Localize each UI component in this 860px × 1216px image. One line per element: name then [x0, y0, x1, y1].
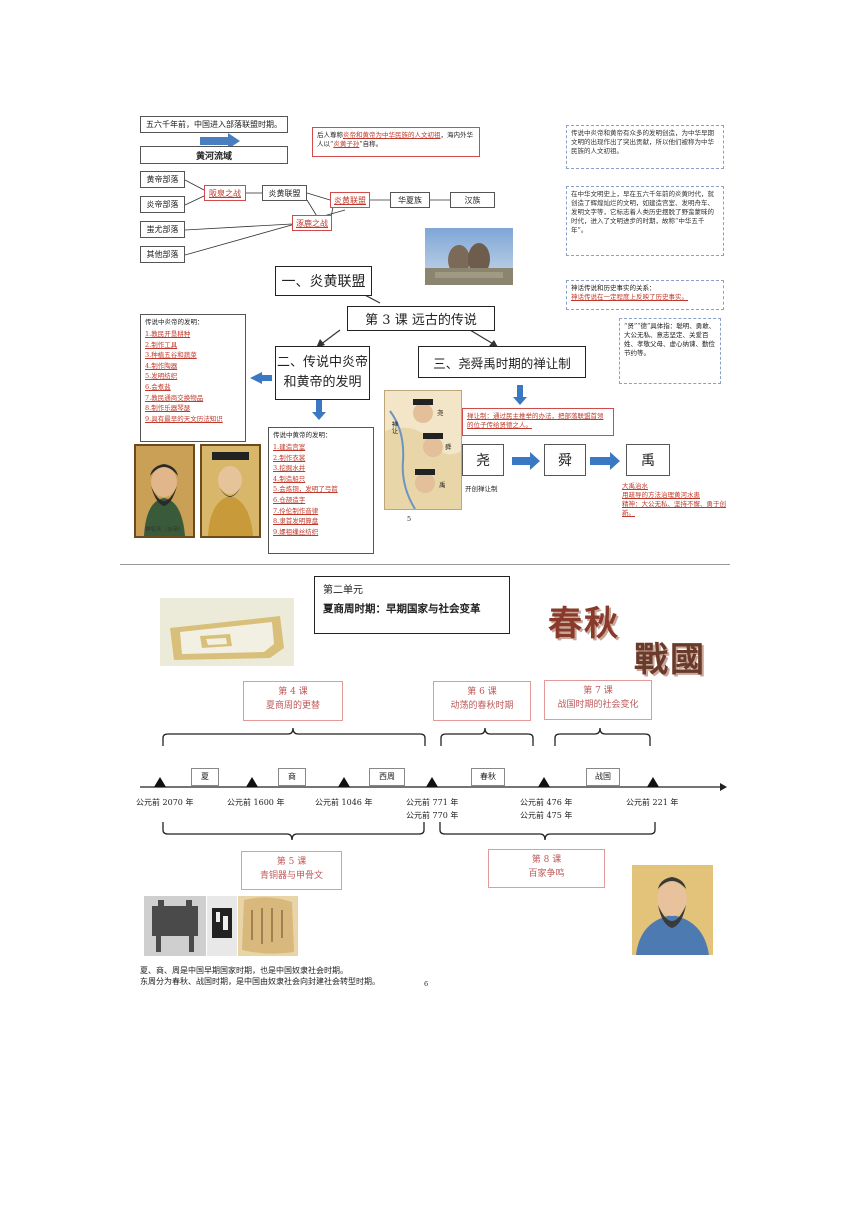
dynasty-shang: 商	[278, 768, 306, 786]
oracle-inscription-image	[207, 896, 237, 956]
huaxia-box: 华夏族	[390, 192, 430, 208]
ancient-city-wall-image	[160, 598, 294, 666]
lesson-5-box: 第 5 课青铜器与甲骨文	[241, 851, 342, 890]
date-770: 公元前 770 年	[406, 811, 459, 820]
timeline-marker-771	[426, 777, 438, 787]
right-note-inventions: 传说中炎帝和黄帝有众多的发明创造，为中华早期文明的出现作出了突出贡献，所以他们被…	[566, 125, 724, 169]
summary-text: 夏、商、周是中国早期国家时期，也是中国奴隶社会时期。 东周分为春秋、战国时期，是…	[140, 966, 380, 986]
bronze-ding-image	[144, 896, 206, 956]
ancestor-note: 后人尊称炎帝和黄帝为中华民族的人文初祖，海内外华人以“炎黄子孙”自称。	[312, 127, 480, 157]
invention-item: 4.制造船只	[273, 474, 306, 483]
oracle-bone-image	[238, 896, 298, 956]
tribe-yandi: 炎帝部落	[140, 196, 185, 213]
alliance-box: 炎黄联盟	[262, 185, 307, 201]
section-yanhuang-alliance: 一、炎黄联盟	[275, 266, 372, 296]
confucius-portrait	[632, 865, 713, 955]
invention-item: 5.发明纺织	[145, 372, 178, 381]
yao-box: 尧	[462, 444, 504, 476]
map-label-shun: 舜	[445, 443, 452, 451]
map-label-yao: 尧	[437, 409, 444, 417]
yu-box: 禹	[626, 444, 670, 476]
map-label-yu: 禹	[439, 481, 446, 489]
shanrang-map: 尧 舜 禹 禅让	[384, 390, 462, 510]
intro-box: 五六千年前，中国进入部落联盟时期。	[140, 116, 288, 133]
huangdi-portrait	[200, 444, 261, 538]
date-2070: 公元前 2070 年	[136, 798, 194, 807]
invention-item: 6.会煮盐	[145, 382, 171, 391]
page-divider	[120, 564, 730, 565]
map-label-shanrang: 禅让	[390, 421, 398, 434]
invention-item: 9.具有最早的天文历法知识	[145, 414, 223, 423]
invention-item: 4.制作陶器	[145, 361, 178, 370]
invention-item: 9.嫘祖缫丝纺织	[273, 527, 319, 536]
invention-item: 7.伶伦制作音律	[273, 506, 319, 515]
timeline-marker-1600	[246, 777, 258, 787]
date-475: 公元前 475 年	[520, 811, 573, 820]
yu-flood-note: 大禹治水 用疏导的方法治理黄河水患 精神：大公无私、坚持不懈、勇于创新。	[622, 482, 726, 517]
date-1046: 公元前 1046 年	[315, 798, 373, 807]
lesson-3-title: 第 3 课 远古的传说	[347, 306, 495, 331]
tribe-other: 其他部落	[140, 246, 185, 263]
invention-item: 5.会炼铜，发明了弓箭	[273, 485, 338, 494]
han-box: 汉族	[450, 192, 495, 208]
yandi-portrait: 神农氏（炎帝）	[134, 444, 195, 538]
invention-item: 2.制作衣裳	[273, 453, 306, 462]
shanrang-definition: 禅让制：通过民主推举的办法，把部落联盟首领的位子传给贤德之人。	[462, 408, 614, 436]
timeline-marker-221	[647, 777, 659, 787]
invention-item: 6.仓颉造字	[273, 495, 306, 504]
invention-item: 2.制作工具	[145, 340, 178, 349]
section-inventions: 二、传说中炎帝和黄帝的发明	[275, 346, 370, 400]
date-476: 公元前 476 年	[520, 798, 573, 807]
dynasty-zhanguo: 战国	[586, 768, 620, 786]
dynasty-chunqiu: 春秋	[471, 768, 505, 786]
lesson-7-box: 第 7 课战国时期的社会变化	[544, 680, 652, 720]
timeline-graphics	[140, 727, 727, 841]
dynasty-xia: 夏	[191, 768, 219, 786]
shun-box: 舜	[544, 444, 586, 476]
calligraphy-chunqiu: 春秋	[548, 604, 620, 644]
calligraphy-zhanguo: 戰國	[634, 640, 706, 680]
virtue-note: “贤”“德”具体指：聪明、勇敢、大公无私、意志坚定、关爱百姓、孝敬父母、虚心纳谏…	[619, 318, 721, 384]
battle-banquan: 阪泉之战	[204, 185, 246, 201]
unit-title-box: 第二单元 夏商周时期：早期国家与社会变革	[314, 576, 510, 634]
invention-item: 8.隶首发明算盘	[273, 517, 319, 526]
portrait-caption: 神农氏（炎帝）	[145, 527, 184, 533]
dynasty-western-zhou: 西周	[369, 768, 405, 786]
timeline-marker-2070	[154, 777, 166, 787]
alliance2-box: 炎黄联盟	[330, 192, 370, 208]
invention-item: 1.建造宫室	[273, 443, 306, 451]
invention-item: 3.挖掘水井	[273, 464, 306, 473]
yanhuang-statue-photo	[425, 228, 513, 285]
page-number-6: 6	[424, 980, 429, 988]
lesson-4-box: 第 4 课夏商周的更替	[243, 681, 343, 721]
section-shanrang: 三、尧舜禹时期的禅让制	[418, 346, 586, 378]
battle-zhuolu: 涿鹿之战	[292, 215, 332, 231]
river-box: 黄河流域	[140, 146, 288, 164]
date-221: 公元前 221 年	[626, 798, 679, 807]
date-771: 公元前 771 年	[406, 798, 459, 807]
invention-item: 7.教民通商交换物品	[145, 393, 204, 402]
page-number-5: 5	[407, 515, 412, 523]
right-note-civilization: 在中华文明史上，早在五六千年前的炎黄时代，就创造了辉煌灿烂的文明，如建造宫室、发…	[566, 186, 724, 256]
open-shanrang-text: 开创禅让制	[465, 485, 498, 493]
myth-note: 神话传说和历史事实的关系： 神话传说在一定程度上反映了历史事实。	[566, 280, 724, 310]
invention-item: 1.教民开垦耕种	[145, 330, 191, 338]
lesson-6-box: 第 6 课动荡的春秋时期	[433, 681, 531, 721]
tribe-huangdi: 黄帝部落	[140, 171, 185, 188]
timeline-marker-476	[538, 777, 550, 787]
invention-item: 8.制作乐器琴瑟	[145, 404, 191, 413]
tribe-chiyou: 蚩尤部落	[140, 221, 185, 238]
timeline-marker-1046	[338, 777, 350, 787]
lesson-8-box: 第 8 课百家争鸣	[488, 849, 605, 888]
date-1600: 公元前 1600 年	[227, 798, 285, 807]
invention-item: 3.种植五谷和蔬菜	[145, 351, 197, 360]
